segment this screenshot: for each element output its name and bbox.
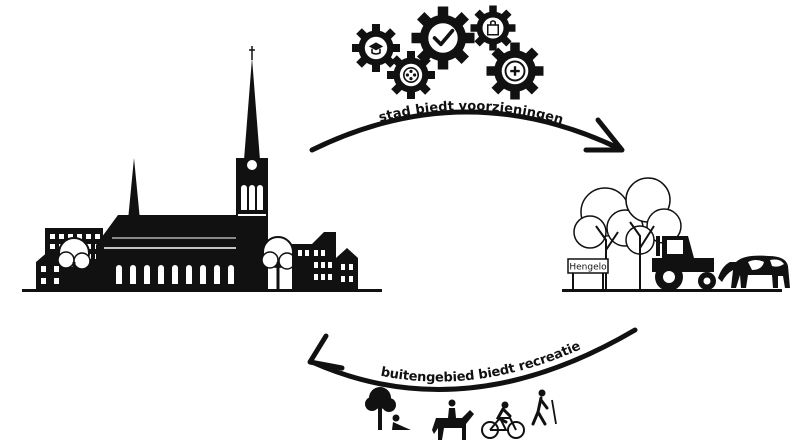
city-ground-line	[22, 289, 382, 292]
countryside-trees	[573, 177, 682, 255]
town-sign-text: Hengelo	[569, 263, 607, 273]
gear-film	[387, 51, 435, 99]
tree-left	[57, 237, 91, 290]
top-arrow-label: stad biedt voorzieningen	[377, 99, 565, 128]
cow	[718, 255, 790, 288]
plus-icon	[504, 60, 526, 82]
shopping-bag-icon	[487, 20, 499, 36]
small-house-left	[36, 250, 64, 290]
city-silhouette	[22, 46, 382, 292]
gear-education	[352, 24, 400, 72]
checkmark-icon	[432, 28, 455, 47]
tractor	[652, 236, 716, 291]
bottom-arrow-label: buitengebied biedt recreatie	[380, 339, 584, 386]
top-arrow: stad biedt voorzieningen	[309, 99, 625, 153]
church-nave	[96, 215, 254, 290]
cyclist-icon	[481, 401, 525, 439]
houses-right	[292, 232, 358, 290]
countryside-silhouette: Hengelo	[562, 177, 790, 292]
gear-health	[486, 42, 544, 100]
recreation-icons	[365, 387, 557, 440]
hiker-icon	[531, 389, 557, 426]
horse-rider-icon	[432, 399, 474, 440]
gear-approval	[411, 6, 475, 70]
picnic-under-tree-icon	[365, 387, 411, 430]
services-gears	[352, 5, 544, 100]
tree-right	[261, 236, 296, 290]
town-sign: Hengelo	[567, 258, 609, 290]
church-tower	[236, 46, 268, 290]
film-reel-icon	[402, 66, 420, 84]
gear-shopping	[470, 5, 516, 51]
bottom-arrow: buitengebied biedt recreatie	[307, 327, 638, 392]
graduation-cap-icon	[368, 42, 384, 55]
